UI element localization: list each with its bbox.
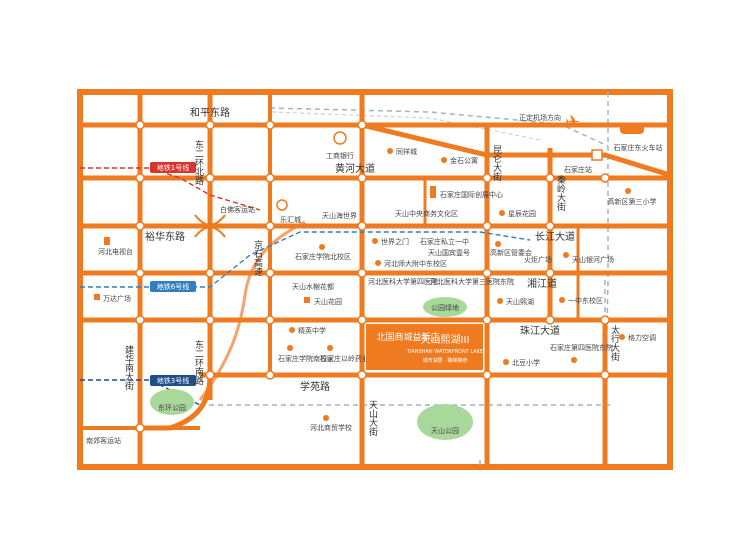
svg-text:格力空调: 格力空调 [628, 333, 656, 342]
svg-text:河北商贸学校: 河北商贸学校 [310, 423, 352, 432]
svg-text:石家庄第四医院东院: 石家庄第四医院东院 [550, 343, 613, 352]
project-name: 天山熙湖III [421, 334, 470, 346]
svg-text:星辰花园: 星辰花园 [508, 209, 536, 218]
svg-text:石家庄学院南校区: 石家庄学院南校区 [278, 354, 334, 363]
intersections [135, 120, 610, 433]
label-tianshan: 天山大街 [367, 400, 377, 436]
svg-text:万达广场: 万达广场 [103, 294, 131, 303]
svg-text:金石公寓: 金石公寓 [450, 156, 478, 165]
svg-text:地铁6号线: 地铁6号线 [157, 282, 189, 291]
svg-text:白佛客运站: 白佛客运站 [220, 205, 255, 214]
svg-text:正定机场方向: 正定机场方向 [519, 113, 561, 122]
svg-text:石家庄国际创展中心: 石家庄国际创展中心 [440, 190, 503, 199]
airport-road [271, 111, 541, 141]
label-zhujiang: 珠江大道 [520, 324, 560, 337]
map-frame [77, 89, 673, 470]
label-east-ring-north: 东二环北路 [193, 140, 203, 185]
airport-poi: ✈ 正定机场方向 [519, 112, 580, 133]
label-huanghe: 黄河大道 [335, 162, 375, 175]
jingshi-highway [198, 220, 306, 401]
svg-text:天山银河广场: 天山银河广场 [572, 255, 614, 264]
svg-text:天山公园: 天山公园 [431, 426, 459, 435]
project-sub-en: TIANSHAN WATERFRONT LAKE [406, 349, 483, 355]
svg-text:东环公园: 东环公园 [158, 403, 186, 412]
label-kunlun: 昆仑大街 [491, 145, 501, 181]
svg-text:天山海世界: 天山海世界 [322, 211, 357, 220]
project-tag: 城市湖居 · 臻稀御府 [423, 357, 468, 364]
label-xiangjiang: 湘江道 [527, 277, 557, 290]
svg-text:石家庄私立一中: 石家庄私立一中 [420, 237, 469, 246]
svg-text:河北师大附中东校区: 河北师大附中东校区 [384, 259, 447, 268]
svg-text:天山国宾壹号: 天山国宾壹号 [428, 248, 470, 257]
svg-text:石家庄站: 石家庄站 [564, 165, 592, 174]
svg-text:天山水榭花都: 天山水榭花都 [292, 282, 334, 291]
east-ring-curve [140, 374, 213, 431]
svg-text:河北医科大学第四医院: 河北医科大学第四医院 [368, 277, 438, 286]
road-diag [361, 122, 671, 178]
label-yuhua: 裕华东路 [145, 230, 185, 243]
svg-text:北豆小学: 北豆小学 [512, 358, 540, 367]
svg-text:火炬广场: 火炬广场 [524, 255, 552, 264]
train-icon [620, 124, 644, 134]
svg-text:天山花园: 天山花园 [314, 297, 342, 306]
svg-text:南郊客运站: 南郊客运站 [86, 436, 121, 445]
metro-line1-label: 地铁1号线 [150, 162, 196, 173]
airplane-icon: ✈ [565, 112, 580, 133]
svg-text:世界之门: 世界之门 [381, 237, 409, 246]
svg-text:河北电视台: 河北电视台 [98, 247, 133, 256]
label-jianhua: 建华南大街 [123, 345, 133, 390]
metro-line6-label: 地铁6号线 [150, 281, 196, 292]
svg-text:天山熙湖: 天山熙湖 [506, 297, 534, 306]
label-taihang: 太行大街 [609, 325, 619, 361]
project-beiguo: 北国商城益新店 [376, 331, 439, 343]
svg-text:石家庄以岭药业: 石家庄以岭药业 [320, 354, 369, 363]
railway-poi: 石家庄东火车站 [614, 124, 663, 152]
label-jingshi: 京石高速 [252, 240, 262, 276]
svg-text:地铁1号线: 地铁1号线 [157, 163, 189, 172]
svg-text:同祥城: 同祥城 [396, 147, 417, 156]
park-green: 公园绿地 [423, 297, 467, 317]
poi-markers: 工商银行 同祥城 金石公寓 白佛客运站 乐汇城 天山海世界 石家庄国际创展中心 … [86, 131, 657, 445]
label-east-ring-south: 东二环南路 [193, 340, 203, 385]
svg-text:一中东校区: 一中东校区 [568, 296, 603, 305]
dongyuan-park: 东环公园 [150, 389, 194, 415]
metro-line3-label: 地铁3号线 [150, 375, 196, 386]
svg-text:地铁3号线: 地铁3号线 [157, 376, 189, 385]
label-qinling: 秦岭大街 [555, 175, 565, 211]
project-block: 北国商城益新店 天山熙湖III TIANSHAN WATERFRONT LAKE… [366, 324, 483, 370]
svg-text:河北医科大学第三医院东院: 河北医科大学第三医院东院 [430, 277, 514, 286]
label-changjiang: 长江大道 [535, 230, 575, 243]
svg-text:石家庄学院北校区: 石家庄学院北校区 [295, 252, 351, 261]
label-xueyuan: 学苑路 [300, 380, 330, 393]
interchange [194, 214, 226, 238]
tianshan-park: 天山公园 [417, 404, 473, 440]
label-heping: 和平东路 [190, 106, 230, 119]
bank-icon [333, 131, 347, 145]
svg-text:天山中央商务文化区: 天山中央商务文化区 [395, 209, 458, 218]
svg-text:工商银行: 工商银行 [326, 151, 354, 160]
svg-text:高新区管委会: 高新区管委会 [490, 248, 532, 257]
svg-text:石家庄东火车站: 石家庄东火车站 [614, 143, 663, 152]
svg-text:乐汇城: 乐汇城 [280, 215, 301, 224]
svg-text:高新区第三小学: 高新区第三小学 [608, 197, 657, 206]
svg-text:公园绿地: 公园绿地 [431, 303, 459, 312]
svg-text:精英中学: 精英中学 [298, 326, 326, 335]
